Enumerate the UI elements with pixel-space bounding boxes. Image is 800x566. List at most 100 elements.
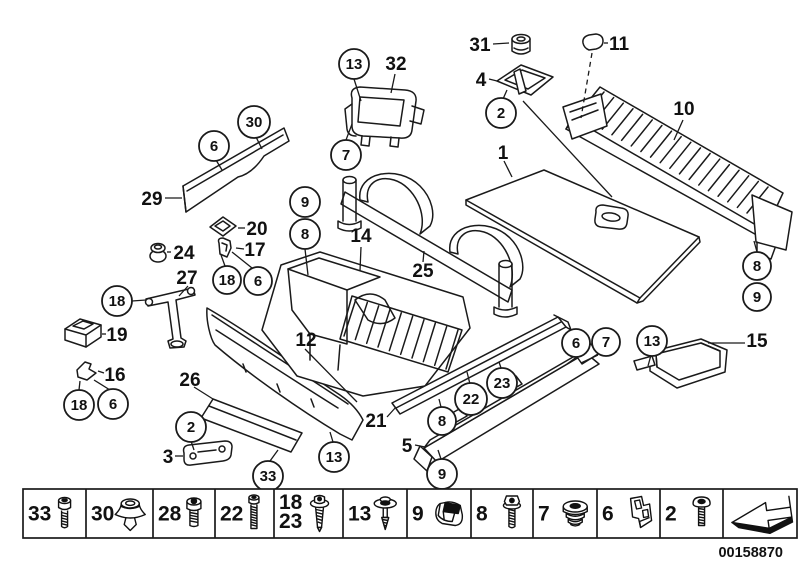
part-21-rail-drawing [391,314,572,415]
document-number: 00158870 [718,545,783,561]
callout-number-8: 8 [301,226,309,243]
console-rib [377,308,391,348]
callout-number-13: 13 [326,449,343,466]
expanding-rivet-icon [114,498,146,532]
part-label-21: 21 [365,411,387,432]
part-14-console-drawing [261,251,471,397]
part-label-11: 11 [609,34,630,55]
leader-line [359,246,362,272]
leader-line [255,136,263,150]
callout-number-9: 9 [438,466,446,483]
callout-circle-2 [175,411,207,443]
part-label-16: 16 [104,365,125,386]
part-label-15: 15 [746,331,768,352]
callout-circle-7 [330,139,362,171]
grille-slat [649,130,673,158]
part-label-17: 17 [244,240,265,261]
part-1-floor-mat-drawing [465,169,701,304]
leader-line [78,380,81,391]
console-rib [411,318,425,359]
part-16-clip-drawing [76,361,97,381]
console-ribs [343,298,459,370]
callout-number-30: 30 [246,114,263,131]
leader-line [647,354,652,367]
legend-number: 6 [602,503,614,526]
part-3-handle-drawing [182,440,233,466]
legend-cell-arrow [731,495,794,535]
callout-number-8: 8 [753,258,761,275]
console-rib [343,298,357,337]
part-label-32: 32 [385,54,406,75]
callout-circle-13 [636,325,668,357]
callout-number-6: 6 [109,396,117,413]
legend-number: 9 [412,503,424,526]
grille-slat [659,135,682,164]
callout-circle-9 [289,186,321,218]
part-label-20: 20 [246,219,267,240]
callout-number-2: 2 [497,105,505,122]
cage-nut-icon [435,501,464,527]
leader-line [580,354,599,364]
legend-number: 30 [91,503,114,526]
callout-number-7: 7 [602,334,610,351]
callout-circle-22 [454,382,488,416]
part-label-27: 27 [176,268,197,289]
part-20-cap-drawing [209,216,237,237]
callout-number-7: 7 [342,147,350,164]
callout-circle-6 [561,328,591,358]
callout-circle-23 [486,367,518,399]
legend-cell-22: 22 [220,494,260,530]
part-32-storage-tray-drawing [344,86,425,148]
grille-slat [688,152,711,181]
grille-slat [669,141,692,170]
grille-slat [726,175,750,203]
callout-circle-8 [289,218,321,250]
part-29-sill-strip-drawing [182,127,290,213]
callout-circle-2 [485,97,517,129]
grille-slat [620,113,644,142]
callout-number-8: 8 [438,413,446,430]
part-25-straps-drawing [337,172,524,318]
console-rib [433,325,448,367]
part-drawings [64,33,793,472]
callout-circle-18 [101,285,133,317]
leader-line [235,247,245,250]
part-label-3: 3 [163,447,174,468]
legend-cell-9: 9 [412,501,464,527]
callout-circle-8 [742,251,772,281]
console-rib [445,329,459,370]
legend-cell-28: 28 [158,497,202,528]
grille-slat [736,180,760,209]
console-rib [388,312,403,352]
grille-slat [678,147,702,175]
leader-line [304,348,358,403]
callout-number-18: 18 [219,272,236,289]
legend-cell-2: 2 [665,496,711,527]
washer-screw-icon [373,496,397,531]
grille-slat [630,119,653,147]
callout-circle-7 [591,327,621,357]
legend-number: 28 [158,503,182,526]
leader-line [269,449,279,462]
legend-number: 2 [665,503,677,526]
leader-line [580,52,593,119]
callout-number-18: 18 [109,293,126,310]
leader-line [215,159,223,171]
leader-line [466,371,471,385]
leader-line [414,444,426,448]
legend-number: 22 [220,503,243,526]
retaining-clip-icon [629,495,653,529]
console-rib [399,315,414,356]
leader-line [178,285,189,297]
console-rib [354,301,369,341]
leader-line [498,361,502,369]
callout-circle-8 [427,406,457,436]
part-17-clip-drawing [217,237,232,258]
callout-number-13: 13 [644,333,661,350]
legend-number: 33 [28,503,51,526]
legend-cell-30: 30 [91,498,146,532]
callout-circle-6 [97,388,129,420]
